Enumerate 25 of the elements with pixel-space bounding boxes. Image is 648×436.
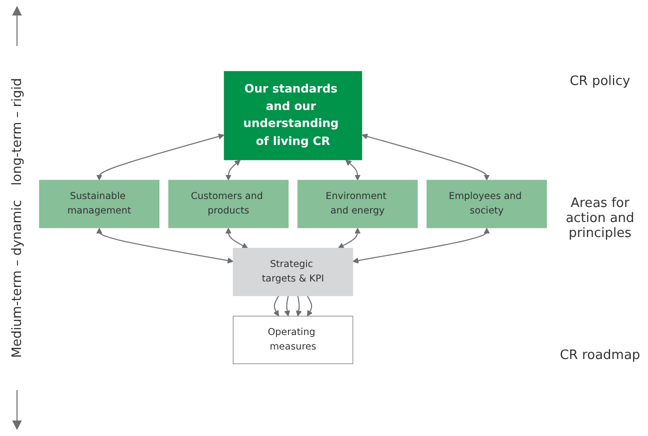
node-box — [232, 248, 354, 296]
side-label: Areas for action and principles — [564, 196, 636, 240]
node-box — [224, 72, 362, 161]
arrow — [284, 296, 290, 317]
arrow — [96, 228, 234, 264]
arrow — [338, 228, 361, 249]
node-box — [39, 180, 160, 229]
node-box — [426, 180, 547, 229]
arrow — [96, 134, 224, 181]
axis-label: Medium-term – dynamic — [10, 200, 24, 358]
arrow — [225, 160, 241, 181]
axis-label: long-term – rigid — [10, 78, 24, 186]
arrow — [352, 228, 490, 264]
arrow — [296, 296, 302, 317]
arrow — [345, 160, 361, 181]
node-box — [232, 316, 354, 364]
side-label: CR roadmap — [558, 348, 642, 362]
node-box — [168, 180, 289, 229]
arrow — [362, 134, 490, 181]
side-label: CR policy — [568, 74, 632, 88]
node-box — [297, 180, 418, 229]
arrow — [273, 296, 280, 317]
arrow — [225, 228, 248, 249]
arrow — [306, 296, 313, 317]
diagram: Our standards and our understanding of living CR Sustainable management Customers and products Environment and energy Employees and society Strategic targets & KPI Operating measures — [34, 66, 552, 370]
